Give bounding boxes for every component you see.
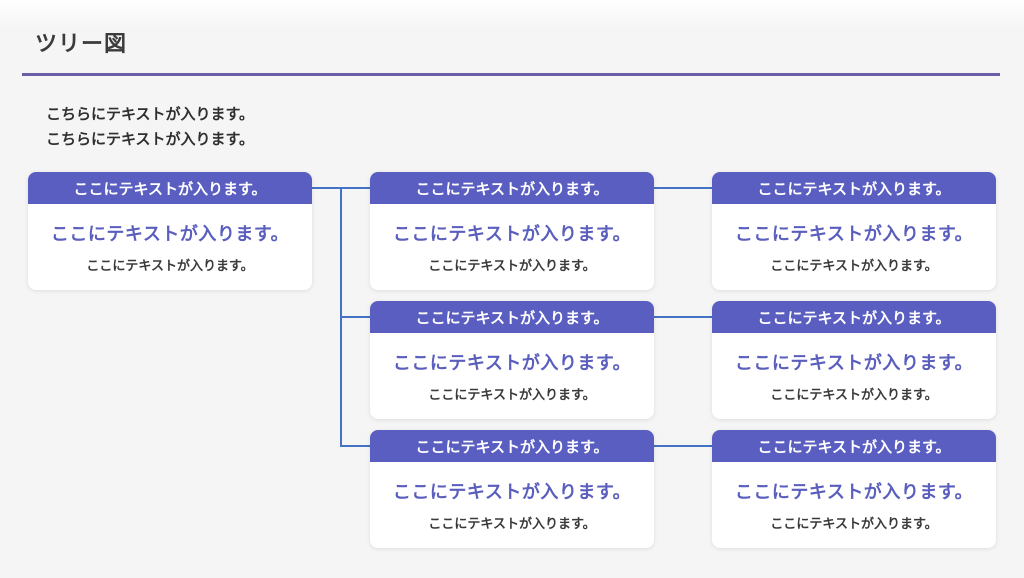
node-body-title: ここにテキストが入ります。 [392, 224, 632, 244]
node-body: ここにテキストが入ります。 ここにテキストが入ります。 [370, 333, 654, 403]
node-header-label: ここにテキストが入ります。 [757, 309, 951, 327]
node-body-subtitle: ここにテキストが入ります。 [770, 387, 938, 402]
node-header-label: ここにテキストが入ります。 [73, 180, 267, 198]
node-header-label: ここにテキストが入ります。 [415, 180, 609, 198]
node-header: ここにテキストが入ります。 [712, 172, 996, 204]
node-header: ここにテキストが入ります。 [712, 301, 996, 333]
node-body-subtitle: ここにテキストが入ります。 [428, 516, 596, 531]
tree-node-right-1: ここにテキストが入ります。 ここにテキストが入ります。 ここにテキストが入ります… [712, 172, 996, 290]
node-body-subtitle: ここにテキストが入ります。 [770, 516, 938, 531]
title-divider [22, 73, 1000, 76]
tree-node-right-2: ここにテキストが入ります。 ここにテキストが入ります。 ここにテキストが入ります… [712, 301, 996, 419]
connector-trunk-to-middle-2 [340, 316, 370, 318]
node-body: ここにテキストが入ります。 ここにテキストが入ります。 [712, 204, 996, 274]
node-body-title: ここにテキストが入ります。 [734, 224, 974, 244]
node-body: ここにテキストが入ります。 ここにテキストが入ります。 [712, 462, 996, 532]
node-header-label: ここにテキストが入ります。 [757, 180, 951, 198]
node-body-subtitle: ここにテキストが入ります。 [428, 387, 596, 402]
node-header: ここにテキストが入ります。 [712, 430, 996, 462]
node-body-title: ここにテキストが入ります。 [50, 224, 290, 244]
node-body-title: ここにテキストが入ります。 [734, 482, 974, 502]
node-body-title: ここにテキストが入ります。 [392, 482, 632, 502]
node-header: ここにテキストが入ります。 [370, 172, 654, 204]
node-header: ここにテキストが入ります。 [28, 172, 312, 204]
connector-root-to-trunk [312, 187, 342, 189]
node-body-subtitle: ここにテキストが入ります。 [428, 258, 596, 273]
connector-trunk-to-middle-1 [340, 187, 370, 189]
connector-middle-2-to-right-2 [654, 316, 712, 318]
tree-node-middle-2: ここにテキストが入ります。 ここにテキストが入ります。 ここにテキストが入ります… [370, 301, 654, 419]
node-header: ここにテキストが入ります。 [370, 301, 654, 333]
intro-text-line-2: こちらにテキストが入ります。 [46, 131, 255, 148]
intro-text: こちらにテキストが入ります。 こちらにテキストが入ります。 [46, 102, 254, 152]
node-body-title: ここにテキストが入ります。 [392, 353, 632, 373]
connector-middle-3-to-right-3 [654, 445, 712, 447]
node-header-label: ここにテキストが入ります。 [757, 438, 951, 456]
connector-trunk-to-middle-3 [340, 445, 370, 447]
tree-node-right-3: ここにテキストが入ります。 ここにテキストが入ります。 ここにテキストが入ります… [712, 430, 996, 548]
node-header: ここにテキストが入ります。 [370, 430, 654, 462]
node-body-subtitle: ここにテキストが入ります。 [770, 258, 938, 273]
node-body-title: ここにテキストが入ります。 [734, 353, 974, 373]
tree-node-middle-1: ここにテキストが入ります。 ここにテキストが入ります。 ここにテキストが入ります… [370, 172, 654, 290]
node-header-label: ここにテキストが入ります。 [415, 438, 609, 456]
node-body: ここにテキストが入ります。 ここにテキストが入ります。 [712, 333, 996, 403]
tree-node-root: ここにテキストが入ります。 ここにテキストが入ります。 ここにテキストが入ります… [28, 172, 312, 290]
node-body-subtitle: ここにテキストが入ります。 [86, 258, 254, 273]
node-body: ここにテキストが入ります。 ここにテキストが入ります。 [28, 204, 312, 274]
page-title: ツリー図 [35, 31, 128, 56]
node-header-label: ここにテキストが入ります。 [415, 309, 609, 327]
connector-middle-1-to-right-1 [654, 187, 712, 189]
node-body: ここにテキストが入ります。 ここにテキストが入ります。 [370, 204, 654, 274]
tree-node-middle-3: ここにテキストが入ります。 ここにテキストが入ります。 ここにテキストが入ります… [370, 430, 654, 548]
node-body: ここにテキストが入ります。 ここにテキストが入ります。 [370, 462, 654, 532]
intro-text-line-1: こちらにテキストが入ります。 [46, 106, 255, 123]
